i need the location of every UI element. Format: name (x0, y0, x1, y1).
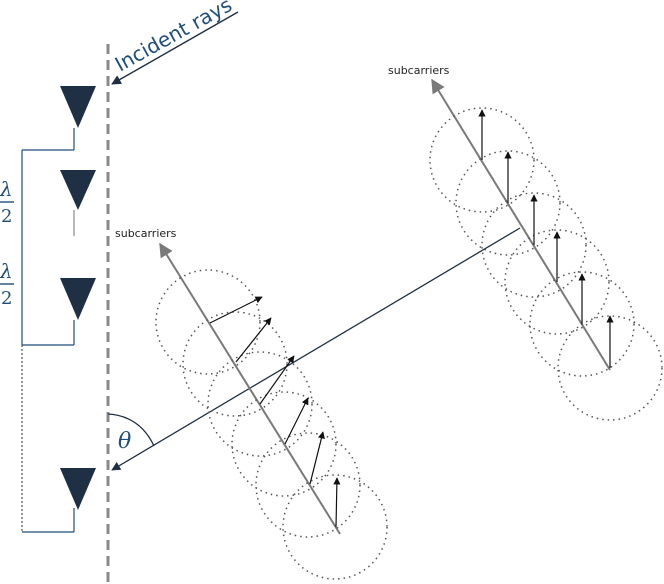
subcarriers-label: subcarriers (115, 227, 177, 240)
subcarrier-group-right: subcarriers (388, 64, 663, 421)
spacing-numerator: λ (0, 259, 13, 283)
subcarriers-label: subcarriers (388, 64, 450, 77)
antenna-bracket-bottom (22, 508, 75, 533)
incident-rays-label: Incident rays (111, 0, 236, 76)
antenna-icon (60, 468, 96, 510)
spacing-fraction-1: λ 2 (0, 177, 14, 227)
subcarrier-group-left: subcarriers (115, 227, 388, 580)
spacing-fraction-2: λ 2 (0, 259, 14, 309)
antenna-icon (60, 170, 96, 210)
theta-angle-arc (107, 413, 155, 447)
antenna-icon (60, 86, 96, 128)
subcarrier-axis-arrow (159, 242, 341, 535)
incoming-ray-line (111, 227, 521, 471)
spacing-denominator: 2 (1, 288, 12, 309)
spacing-denominator: 2 (1, 206, 12, 227)
antenna-spacing-bracket (21, 128, 75, 346)
incident-rays-arrow (111, 11, 239, 85)
theta-label: θ (118, 429, 131, 454)
subcarrier-axis-arrow (431, 78, 611, 371)
antenna-icon (60, 278, 96, 320)
spacing-numerator: λ (0, 177, 13, 201)
